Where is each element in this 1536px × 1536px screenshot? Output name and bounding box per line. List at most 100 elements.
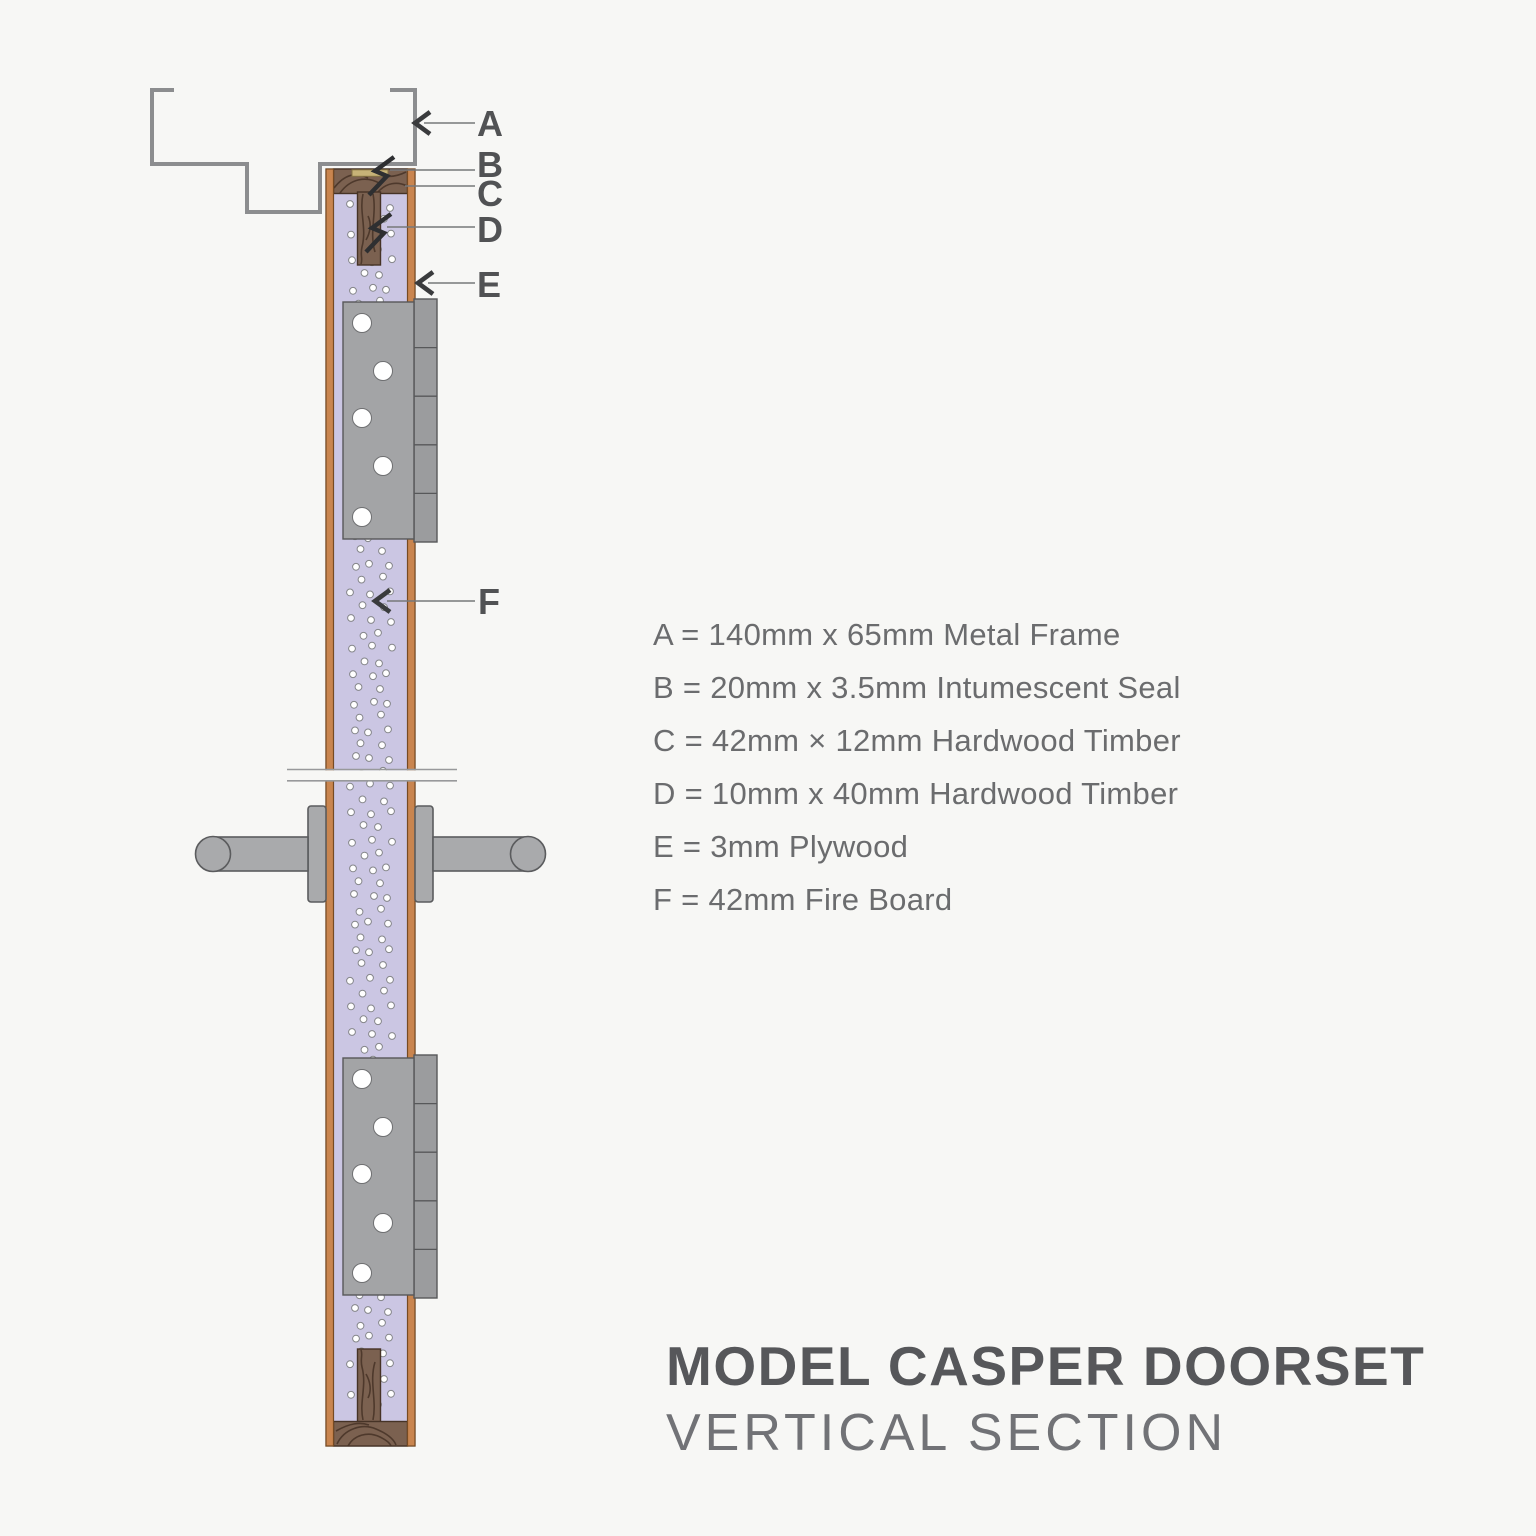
fireboard-dot	[382, 285, 390, 294]
fireboard-dot	[360, 1045, 369, 1054]
fireboard-dot	[369, 866, 377, 875]
fireboard-dot	[360, 851, 369, 860]
screw-hole	[373, 1117, 393, 1137]
screw-hole	[352, 1263, 372, 1283]
fireboard-dot	[348, 644, 356, 653]
arrowhead-f-icon	[371, 588, 392, 614]
fireboard-dot	[386, 1359, 394, 1368]
fireboard-dot	[384, 725, 392, 734]
fireboard-dot	[364, 1306, 372, 1314]
fireboard-dot	[346, 1360, 354, 1369]
fireboard-dot	[346, 588, 354, 597]
fireboard-dot	[374, 628, 382, 637]
fireboard-dot	[346, 782, 354, 791]
fireboard-dot	[356, 739, 365, 748]
bottom-timber-block	[356, 1348, 382, 1423]
fireboard-dot	[383, 699, 391, 708]
legend: A = 140mm x 65mm Metal Frame B = 20mm x …	[653, 608, 1181, 926]
screw-hole	[352, 408, 372, 428]
fireboard-dot	[356, 545, 365, 553]
fireboard-dot	[385, 561, 393, 570]
bottom-rail-timber	[332, 1420, 409, 1447]
fireboard-dot	[349, 864, 357, 873]
fireboard-dot	[366, 590, 374, 599]
screw-hole	[352, 313, 372, 333]
label-e: E	[477, 264, 501, 305]
fireboard-dot	[365, 1331, 373, 1340]
handle-backplate-right	[414, 805, 434, 903]
fireboard-dot	[359, 631, 368, 640]
fireboard-dot	[387, 807, 395, 816]
fireboard-dot	[378, 1318, 386, 1327]
fireboard-dot	[347, 808, 355, 817]
handle-lever-end-right	[509, 835, 547, 873]
fireboard-dot	[354, 877, 363, 886]
wood-grain	[339, 178, 382, 194]
break-line	[287, 768, 457, 782]
fireboard-dot	[365, 559, 373, 568]
fireboard-dot	[376, 879, 384, 888]
fireboard-dot	[356, 933, 365, 942]
fireboard-dot	[347, 1002, 355, 1011]
wood-grain	[371, 1361, 376, 1421]
door-handle	[194, 805, 547, 903]
fireboard-dot	[351, 726, 359, 735]
fireboard-dot	[386, 204, 394, 212]
hinge-bottom	[342, 1054, 438, 1299]
wood-grain	[335, 1422, 370, 1432]
hinge-knuckle	[413, 1054, 438, 1299]
wood-grain	[336, 1425, 397, 1446]
fireboard-dot	[380, 986, 388, 995]
handle-lever-end-left	[194, 835, 232, 873]
fireboard-dot	[358, 601, 367, 610]
fireboard-dot	[347, 1390, 355, 1399]
fireboard-dot	[348, 256, 356, 265]
fireboard-dot	[378, 547, 386, 555]
wood-grain	[360, 193, 365, 265]
fireboard-dot	[364, 917, 372, 926]
legend-item-b: B = 20mm x 3.5mm Intumescent Seal	[653, 670, 1181, 705]
label-a: A	[477, 103, 503, 144]
fireboard-dot	[387, 1389, 395, 1398]
fireboard-dot	[355, 713, 364, 722]
fireboard-dot	[351, 1304, 359, 1312]
hinge-knuckle	[413, 298, 438, 543]
fireboard-dot	[379, 572, 387, 581]
fireboard-dot	[378, 741, 386, 750]
zigzag-pointer-b-icon	[367, 155, 396, 197]
fireboard-dot	[375, 271, 383, 279]
fireboard-dot	[369, 672, 377, 681]
fireboard-dot	[379, 961, 387, 969]
fireboard-dot	[386, 781, 394, 790]
fireboard-dot	[383, 894, 391, 902]
metal-frame-outline	[150, 88, 417, 214]
fireboard-dot	[348, 838, 356, 847]
label-b: B	[477, 144, 503, 185]
fireboard-dot	[388, 1032, 396, 1040]
screw-hole	[352, 1164, 372, 1184]
fireboard-dot	[384, 919, 392, 928]
fireboard-dot	[348, 1028, 356, 1036]
fireboard-dot	[365, 754, 373, 762]
fireboard-dot	[374, 1017, 382, 1026]
fireboard-dot	[385, 756, 393, 764]
fireboard-dot	[370, 697, 378, 706]
fireboard-dot	[377, 710, 385, 719]
fireboard-dot	[350, 890, 358, 898]
fireboard-dot	[374, 823, 382, 831]
fireboard-dot	[359, 1015, 368, 1024]
fireboard-dot	[352, 562, 360, 571]
wood-grain	[365, 1373, 371, 1399]
fireboard-dot	[367, 616, 375, 624]
screw-hole	[373, 361, 393, 381]
fireboard-dot	[354, 683, 363, 691]
fireboard-dot	[384, 1308, 392, 1316]
fireboard-dot	[368, 1030, 376, 1038]
title-block: MODEL CASPER DOORSET VERTICAL SECTION	[666, 1336, 1425, 1462]
fireboard-dot	[367, 810, 375, 819]
fireboard-dot	[365, 948, 373, 957]
fireboard-dot	[346, 976, 354, 985]
fireboard-dot	[375, 848, 383, 857]
fireboard-dot	[380, 1375, 388, 1383]
fireboard-dot	[387, 618, 395, 626]
